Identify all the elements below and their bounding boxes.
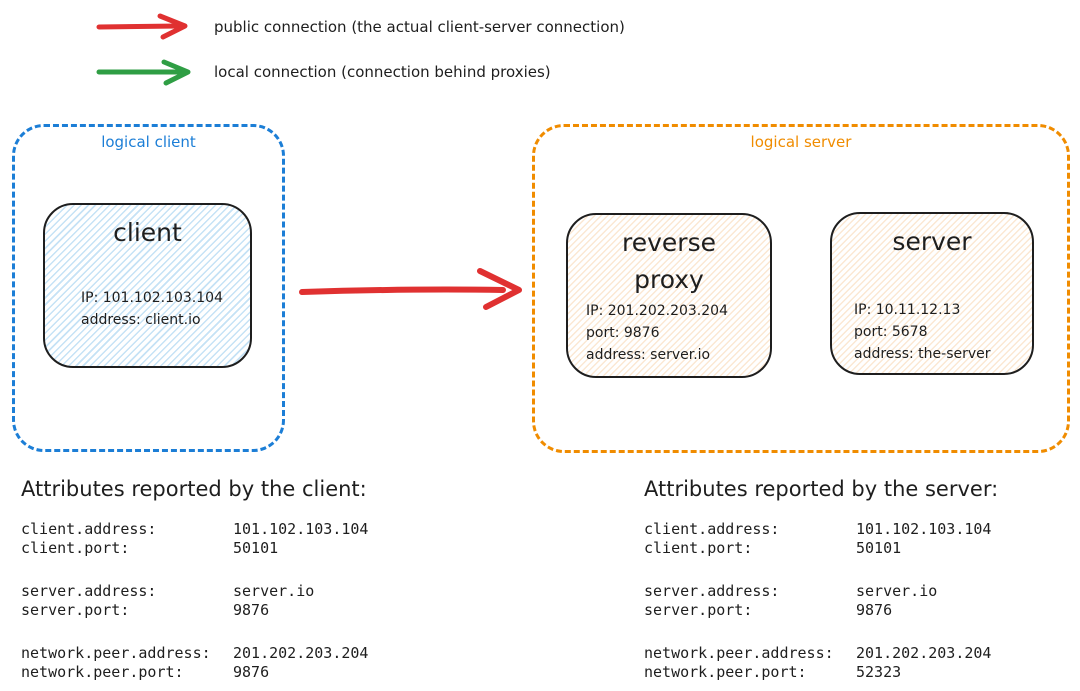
- attribute-value: 9876: [233, 601, 270, 619]
- client-to-server-arrow: [299, 268, 522, 310]
- logical-client-label: logical client: [101, 133, 196, 151]
- attribute-row: server.port: 9876: [644, 601, 1074, 619]
- attribute-value: 201.202.203.204: [856, 644, 992, 662]
- attribute-row: client.address: 101.102.103.104: [21, 520, 451, 538]
- attribute-group: server.address: server.io server.port: 987…: [21, 582, 451, 619]
- attribute-key: server.address:: [644, 582, 780, 600]
- local-connection-legend-label: local connection (connection behind prox…: [214, 63, 551, 81]
- attribute-group: client.address: 101.102.103.104 client.po…: [644, 520, 1074, 557]
- attribute-key: server.port:: [21, 601, 130, 619]
- client-node-detail-line: IP: 101.102.103.104: [81, 290, 223, 306]
- attribute-key: server.address:: [21, 582, 157, 600]
- reverse-proxy-detail-line: port: 9876: [586, 325, 660, 341]
- reverse-proxy-detail-line: address: server.io: [586, 347, 711, 363]
- client-node: client IP: 101.102.103.104 address: clie…: [43, 203, 252, 368]
- attribute-value: 101.102.103.104: [856, 520, 992, 538]
- server-node-detail-line: address: the-server: [854, 346, 991, 362]
- public-connection-arrow-icon: [96, 13, 188, 40]
- server-node-detail-line: IP: 10.11.12.13: [854, 302, 961, 318]
- attribute-value: server.io: [856, 582, 938, 600]
- server-node-title: server: [892, 227, 972, 256]
- server-node: server IP: 10.11.12.13 port: 5678 addres…: [830, 212, 1034, 375]
- attribute-key: network.peer.address:: [644, 644, 834, 662]
- reverse-proxy-node-details: IP: 201.202.203.204 port: 9876 address: …: [586, 300, 728, 366]
- attribute-group: network.peer.address: 201.202.203.204 net…: [644, 644, 1074, 681]
- attribute-row: client.port: 50101: [21, 539, 451, 557]
- attribute-row: server.address: server.io: [644, 582, 1074, 600]
- attribute-key: server.port:: [644, 601, 753, 619]
- attribute-key: network.peer.port:: [644, 663, 807, 681]
- attribute-group: server.address: server.io server.port: 987…: [644, 582, 1074, 619]
- local-connection-arrow-icon: [96, 59, 191, 86]
- attribute-row: client.port: 50101: [644, 539, 1074, 557]
- attribute-row: network.peer.port: 9876: [21, 663, 451, 681]
- attribute-row: network.peer.address: 201.202.203.204: [21, 644, 451, 662]
- attribute-group: client.address: 101.102.103.104 client.po…: [21, 520, 451, 557]
- attribute-key: network.peer.port:: [21, 663, 184, 681]
- attribute-key: client.port:: [21, 539, 130, 557]
- client-attributes-heading: Attributes reported by the client:: [21, 477, 367, 501]
- reverse-proxy-detail-line: IP: 201.202.203.204: [586, 303, 728, 319]
- attribute-value: server.io: [233, 582, 315, 600]
- attribute-value: 101.102.103.104: [233, 520, 369, 538]
- attribute-value: 201.202.203.204: [233, 644, 369, 662]
- attribute-row: client.address: 101.102.103.104: [644, 520, 1074, 538]
- server-node-details: IP: 10.11.12.13 port: 5678 address: the-…: [854, 299, 991, 365]
- attribute-value: 9876: [233, 663, 270, 681]
- server-node-detail-line: port: 5678: [854, 324, 928, 340]
- attribute-row: server.port: 9876: [21, 601, 451, 619]
- logical-client-group: logical client: [12, 124, 285, 452]
- client-node-details: IP: 101.102.103.104 address: client.io: [81, 287, 223, 331]
- attribute-key: client.port:: [644, 539, 753, 557]
- logical-server-label: logical server: [750, 133, 852, 151]
- server-attributes-heading: Attributes reported by the server:: [644, 477, 999, 501]
- attribute-value: 50101: [856, 539, 902, 557]
- attribute-group: network.peer.address: 201.202.203.204 net…: [21, 644, 451, 681]
- attribute-row: server.address: server.io: [21, 582, 451, 600]
- reverse-proxy-node: reverse proxy IP: 201.202.203.204 port: …: [566, 213, 772, 378]
- client-node-detail-line: address: client.io: [81, 312, 201, 328]
- client-attributes-section: Attributes reported by the client: clien…: [21, 476, 451, 691]
- reverse-proxy-node-title: reverse proxy: [622, 228, 716, 294]
- attribute-value: 52323: [856, 663, 902, 681]
- attribute-value: 50101: [233, 539, 279, 557]
- attribute-key: network.peer.address:: [21, 644, 211, 662]
- attribute-key: client.address:: [644, 520, 780, 538]
- server-attributes-section: Attributes reported by the server: clien…: [644, 476, 1074, 691]
- attribute-key: client.address:: [21, 520, 157, 538]
- logical-server-group: logical server: [532, 124, 1070, 453]
- attribute-value: 9876: [856, 601, 893, 619]
- attribute-row: network.peer.port: 52323: [644, 663, 1074, 681]
- public-connection-legend-label: public connection (the actual client-ser…: [214, 18, 625, 36]
- attribute-row: network.peer.address: 201.202.203.204: [644, 644, 1074, 662]
- client-node-title: client: [113, 218, 182, 247]
